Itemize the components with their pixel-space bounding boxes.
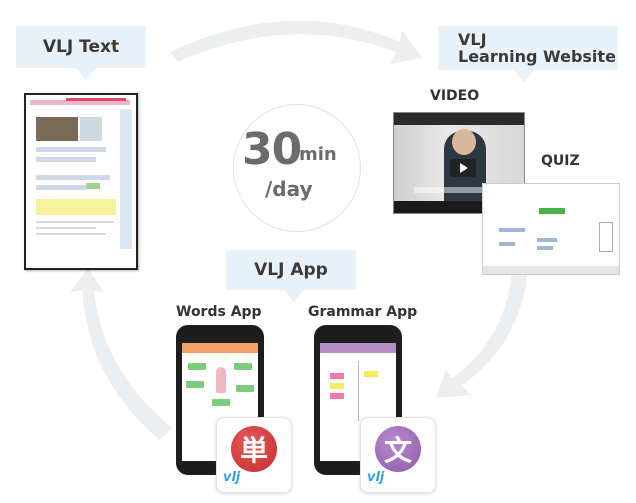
vlj-app-label: VLJ App <box>254 260 328 280</box>
arrow-web-to-app <box>436 270 528 398</box>
vlj-text-bubble: VLJ Text <box>16 26 146 80</box>
arrow-text-to-web <box>170 20 422 65</box>
quiz-label: QUIZ <box>541 153 580 169</box>
video-speaker-head <box>452 129 476 155</box>
grammar-chip[interactable] <box>364 371 378 377</box>
textbook-line <box>36 233 106 235</box>
vlj-website-label-line1: VLJ <box>458 30 487 49</box>
textbook-header-bar <box>30 100 130 105</box>
daily-minutes-unit: min <box>299 144 337 165</box>
grammar-app-icon[interactable]: 文 vlj <box>360 417 436 493</box>
textbook-photo-caption <box>80 117 102 141</box>
textbook-line <box>36 227 96 229</box>
textbook-line <box>36 221 114 223</box>
quiz-choice <box>537 238 557 242</box>
textbook-side-column <box>120 109 132 249</box>
textbook-row <box>36 185 86 190</box>
vlj-website-bubble: VLJ Learning Website <box>438 26 618 82</box>
word-chip[interactable] <box>186 381 204 388</box>
grammar-divider <box>358 361 359 421</box>
word-chip[interactable] <box>188 363 206 370</box>
textbook-row <box>36 157 96 162</box>
word-chip[interactable] <box>212 399 230 406</box>
character-figure <box>216 367 226 393</box>
textbook-thumbnail <box>24 93 138 270</box>
word-chip[interactable] <box>236 385 254 392</box>
grammar-chip[interactable] <box>330 373 344 379</box>
grammar-chip[interactable] <box>330 383 344 389</box>
video-subtitle <box>414 187 504 193</box>
bun-icon: 文 <box>375 426 421 472</box>
play-icon[interactable] <box>450 159 476 177</box>
textbook-photo <box>36 117 78 141</box>
textbook-row <box>36 175 110 180</box>
vlj-logo-icon: vlj <box>223 470 241 485</box>
textbook-row <box>36 147 106 152</box>
vlj-website-label-line2: Learning Website <box>458 47 616 66</box>
textbook-header-accent <box>66 98 126 101</box>
grammar-chip[interactable] <box>330 393 344 399</box>
textbook-highlight <box>86 183 100 189</box>
word-chip[interactable] <box>234 363 252 370</box>
tango-icon: 単 <box>231 426 277 472</box>
video-label: VIDEO <box>430 88 480 104</box>
quiz-choice <box>499 242 515 246</box>
vlj-app-bubble: VLJ App <box>226 250 356 302</box>
grammar-app-label: Grammar App <box>308 304 418 320</box>
arrow-app-to-text <box>70 268 172 440</box>
vlj-logo-icon: vlj <box>367 470 385 485</box>
quiz-question-text <box>499 228 525 232</box>
daily-period-label: /day <box>265 177 313 201</box>
vlj-text-label: VLJ Text <box>42 37 120 57</box>
quiz-answer-chip <box>539 208 565 214</box>
grammar-app-header <box>320 343 396 353</box>
quiz-footer-bar <box>483 266 619 274</box>
textbook-note-box <box>36 199 116 215</box>
quiz-thumbnail[interactable] <box>482 183 620 275</box>
daily-minutes-value: 30 <box>242 124 302 175</box>
quiz-score-box <box>599 222 613 252</box>
words-app-header <box>182 343 258 353</box>
quiz-choice <box>537 246 553 250</box>
words-app-label: Words App <box>176 304 262 320</box>
words-app-icon[interactable]: 単 vlj <box>216 417 292 493</box>
daily-time-circle <box>233 104 361 232</box>
